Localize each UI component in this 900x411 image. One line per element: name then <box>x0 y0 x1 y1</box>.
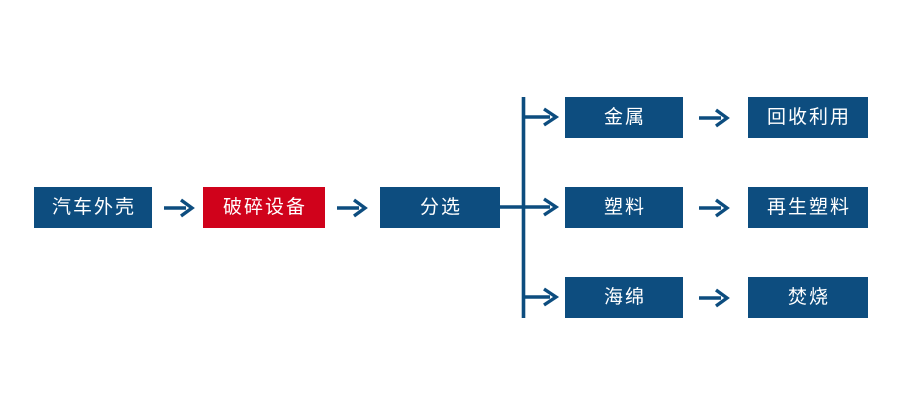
arrow-right-icon-plastic-to-recycled-plastic <box>697 195 731 221</box>
node-material-metal[interactable]: 金属 <box>565 97 683 138</box>
arrow-right-icon-metal-to-recycle <box>697 105 731 131</box>
node-destination-recycled-plastic[interactable]: 再生塑料 <box>748 187 868 228</box>
node-destination-incineration[interactable]: 焚烧 <box>748 277 868 318</box>
arrow-right-icon-shell-to-crusher <box>162 195 196 221</box>
branch-split-icon <box>500 85 580 335</box>
node-sorting[interactable]: 分选 <box>380 187 500 228</box>
arrow-right-icon-sponge-to-incineration <box>697 285 731 311</box>
arrow-right-icon-crusher-to-sorting <box>335 195 369 221</box>
node-automobile-shell[interactable]: 汽车外壳 <box>34 187 152 228</box>
node-material-sponge[interactable]: 海绵 <box>565 277 683 318</box>
node-material-plastic[interactable]: 塑料 <box>565 187 683 228</box>
node-destination-recycle[interactable]: 回收利用 <box>748 97 868 138</box>
node-crushing-equipment[interactable]: 破碎设备 <box>203 187 325 228</box>
